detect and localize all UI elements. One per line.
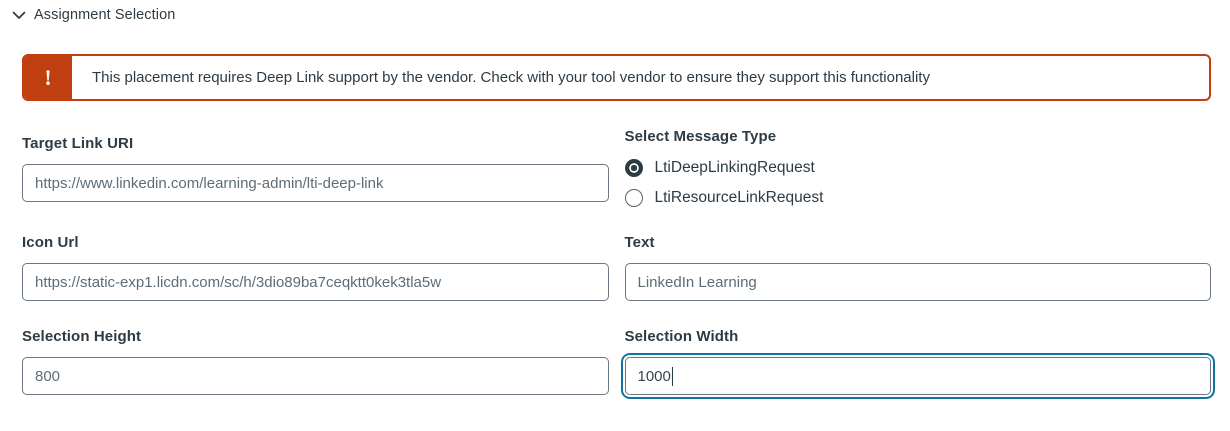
warning-icon: ! bbox=[24, 56, 72, 99]
radio-option-ltiresourcelinkrequest[interactable]: LtiResourceLinkRequest bbox=[624, 189, 1212, 207]
radio-option-label: LtiResourceLinkRequest bbox=[654, 189, 824, 206]
message-type-radio-group: LtiDeepLinkingRequest LtiResourceLinkReq… bbox=[624, 157, 1212, 207]
text-cursor bbox=[671, 366, 674, 386]
text-label: Text bbox=[624, 234, 655, 251]
section-header-assignment-selection[interactable]: Assignment Selection bbox=[12, 7, 1230, 23]
text-input[interactable] bbox=[624, 263, 1211, 301]
section-title: Assignment Selection bbox=[34, 7, 176, 23]
text-field: Text bbox=[624, 234, 1211, 301]
deep-link-warning-banner: ! This placement requires Deep Link supp… bbox=[22, 54, 1211, 101]
icon-url-field: Icon Url bbox=[22, 234, 609, 301]
icon-url-input[interactable] bbox=[22, 263, 609, 301]
target-link-uri-input[interactable] bbox=[22, 164, 609, 202]
chevron-down-icon bbox=[12, 11, 26, 20]
selection-width-label: Selection Width bbox=[624, 328, 739, 345]
selection-width-value: 1000 bbox=[637, 367, 671, 385]
selection-height-input[interactable] bbox=[22, 357, 609, 395]
radio-selected-icon[interactable] bbox=[624, 159, 643, 177]
selection-width-field: Selection Width 1000 bbox=[624, 328, 1211, 395]
icon-url-label: Icon Url bbox=[22, 234, 79, 251]
target-link-uri-label: Target Link URI bbox=[22, 135, 134, 152]
warning-message: This placement requires Deep Link suppor… bbox=[92, 69, 930, 86]
selection-width-input[interactable]: 1000 bbox=[624, 357, 1211, 395]
assignment-selection-form: Target Link URI Select Message Type LtiD… bbox=[22, 101, 1211, 395]
radio-option-ltideeplinkingrequest[interactable]: LtiDeepLinkingRequest bbox=[624, 159, 1212, 177]
target-link-uri-field: Target Link URI bbox=[22, 128, 609, 207]
radio-unselected-icon[interactable] bbox=[624, 189, 643, 207]
selection-height-field: Selection Height bbox=[22, 328, 609, 395]
selection-height-label: Selection Height bbox=[22, 328, 142, 345]
radio-option-label: LtiDeepLinkingRequest bbox=[654, 159, 815, 176]
message-type-label: Select Message Type bbox=[624, 128, 777, 145]
message-type-field: Select Message Type LtiDeepLinkingReques… bbox=[624, 128, 1212, 207]
